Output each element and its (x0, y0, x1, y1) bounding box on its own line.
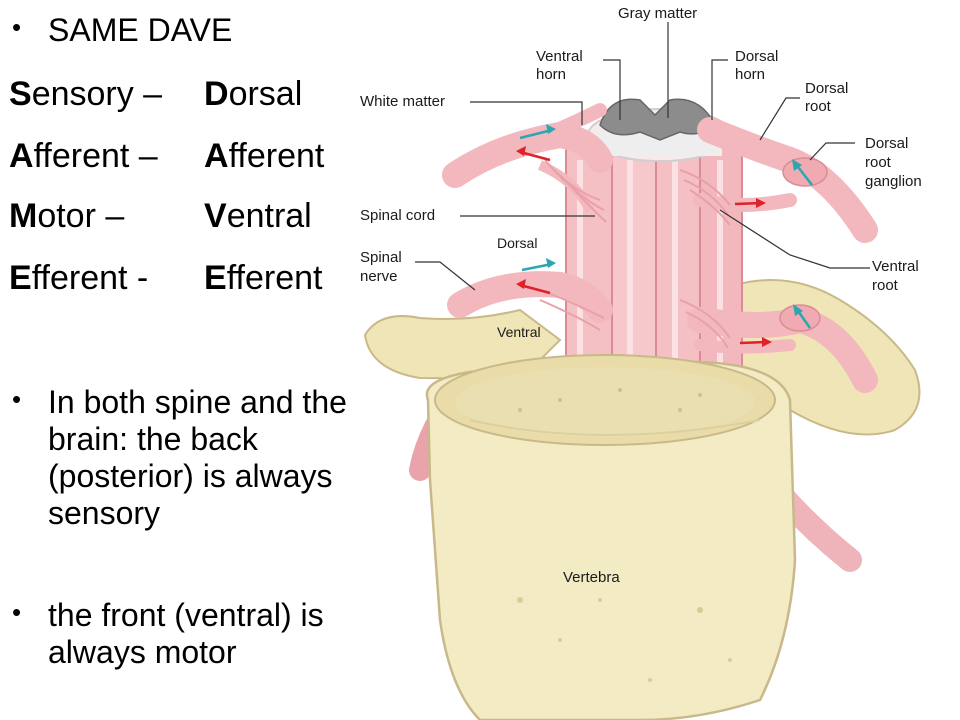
overlay-label-ventral: Ventral (497, 324, 541, 340)
pair-word-rest: fferent (226, 259, 323, 297)
dorsal-root-ganglion (782, 157, 828, 187)
bullet-dot: • (12, 384, 22, 414)
first-letter: S (9, 75, 32, 113)
first-word-rest: fferent - (31, 259, 149, 297)
bullet-point-sensory: In both spine and the brain: the back (p… (48, 384, 347, 531)
label-white-matter: White matter (360, 93, 445, 110)
bullet-dot: • (12, 12, 22, 42)
first-word-rest: fferent – (33, 137, 158, 175)
label-vertebra: Vertebra (563, 569, 620, 586)
label-ventral-horn-line2: horn (536, 66, 566, 83)
first-letter: M (9, 197, 38, 235)
sensory-arrows (519, 124, 813, 329)
upper-right-spinal-nerve (697, 117, 878, 243)
label-gray-matter: Gray matter (618, 5, 697, 22)
pair-letter: A (204, 137, 229, 175)
label-dorsal-root-line2: root (805, 98, 832, 115)
first-letter: E (9, 259, 32, 297)
label-spinal-nerve-line1: Spinal (360, 249, 402, 266)
pair-letter: D (204, 75, 229, 113)
label-ventral-root-line2: root (872, 277, 899, 294)
label-dorsal-horn-line1: Dorsal (735, 48, 778, 65)
overlay-label-dorsal: Dorsal (497, 235, 537, 251)
pair-word-rest: orsal (228, 75, 303, 113)
pair-word-rest: entral (226, 197, 312, 235)
bullet-point-motor: the front (ventral) is always motor (48, 597, 324, 670)
vertebral-body (425, 354, 797, 720)
label-dorsal-root-line1: Dorsal (805, 80, 848, 97)
spinal-cord-diagram: Gray matter Ventral horn Dorsal horn Whi… (360, 5, 922, 720)
first-letter: A (9, 137, 34, 175)
label-spinal-cord: Spinal cord (360, 207, 435, 224)
label-dorsal-horn-line2: horn (735, 66, 765, 83)
leader-lines (415, 22, 870, 291)
lower-left-spinal-nerve (447, 271, 613, 323)
bullet-same-dave: SAME DAVE (48, 12, 233, 48)
pair-word-rest: fferent (228, 137, 325, 175)
label-ventral-horn-line1: Ventral (536, 48, 583, 65)
label-spinal-nerve-line2: nerve (360, 268, 398, 285)
label-drg-line2: root (865, 154, 892, 171)
pair-letter: V (204, 197, 227, 235)
first-word-rest: ensory – (31, 75, 163, 113)
motor-arrows (516, 146, 772, 347)
label-ventral-root-line1: Ventral (872, 258, 919, 275)
text-panel: • SAME DAVE Sensory – Dorsal Afferent – … (0, 0, 380, 720)
first-word-rest: otor – (37, 197, 125, 235)
bullet-dot: • (12, 597, 22, 627)
label-drg-line1: Dorsal (865, 135, 908, 152)
pair-letter: E (204, 259, 227, 297)
label-drg-line3: ganglion (865, 173, 922, 190)
